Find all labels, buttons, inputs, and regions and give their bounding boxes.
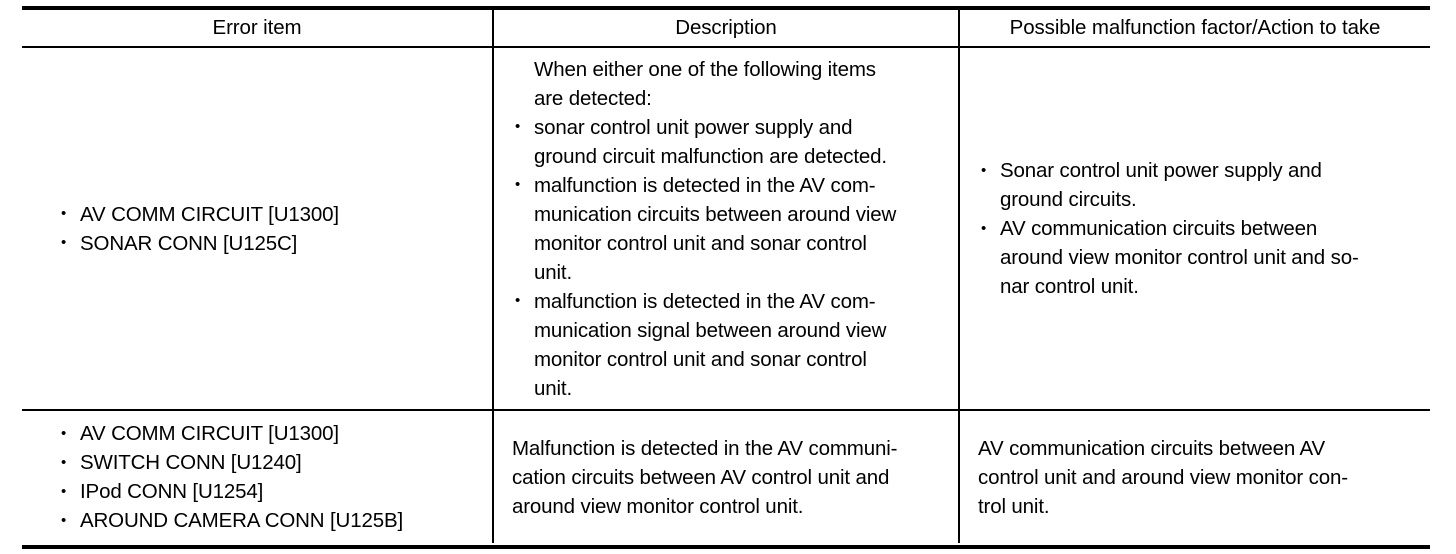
text-line: unit. (534, 260, 572, 284)
list-item: AV COMM CIRCUIT [U1300] (58, 419, 478, 448)
header-cell-possible-malfunction-factor: Possible malfunction factor/Action to ta… (958, 10, 1430, 46)
list-item: AV COMM CIRCUIT [U1300] (58, 199, 478, 229)
cell-content: AV COMM CIRCUIT [U1300] SONAR CONN [U125… (22, 199, 492, 258)
description-lead: When either one of the following items a… (512, 55, 944, 113)
column-header-label: Description (675, 15, 777, 39)
text-line: around view monitor control unit and so- (1000, 246, 1359, 269)
description-body: Malfunction is detected in the AV commun… (512, 434, 944, 521)
list-item: SONAR CONN [U125C] (58, 228, 478, 258)
text-line: control unit and around view monitor con… (978, 465, 1348, 489)
error-code-text: AROUND CAMERA CONN [U125B] (80, 509, 404, 532)
error-code-text: IPod CONN [U1254] (80, 480, 264, 503)
text-line: trol unit. (978, 494, 1050, 518)
cell-possible-malfunction-factor: AV communication circuits between AV con… (958, 411, 1430, 543)
table-row: AV COMM CIRCUIT [U1300] SONAR CONN [U125… (22, 48, 1430, 411)
text-line: AV communication circuits between (1000, 217, 1318, 240)
list-item: AROUND CAMERA CONN [U125B] (58, 506, 478, 535)
text-line: are detected: (534, 86, 652, 110)
text-line: malfunction is detected in the AV com- (534, 289, 876, 313)
cell-error-item: AV COMM CIRCUIT [U1300] SWITCH CONN [U12… (22, 411, 492, 543)
cell-description: Malfunction is detected in the AV commun… (492, 411, 958, 543)
table-row: AV COMM CIRCUIT [U1300] SWITCH CONN [U12… (22, 411, 1430, 543)
text-line: malfunction is detected in the AV com- (534, 173, 876, 197)
text-line: When either one of the following items (534, 57, 876, 81)
text-line: monitor control unit and sonar control (534, 231, 867, 255)
text-line: AV communication circuits between AV (978, 436, 1326, 460)
factor-bullet-list: Sonar control unit power supply and grou… (978, 156, 1418, 301)
text-line: monitor control unit and sonar control (534, 347, 867, 371)
error-item-table: Error item Description Possible malfunct… (22, 6, 1430, 549)
text-line: munication signal between around view (534, 318, 887, 342)
error-code-text: SONAR CONN [U125C] (80, 231, 298, 255)
list-item: IPod CONN [U1254] (58, 477, 478, 506)
list-item: malfunction is detected in the AV com- m… (512, 170, 944, 287)
text-line: sonar control unit power supply and (534, 115, 853, 139)
error-item-list: AV COMM CIRCUIT [U1300] SONAR CONN [U125… (58, 199, 478, 258)
text-line: nar control unit. (1000, 275, 1139, 298)
error-code-text: AV COMM CIRCUIT [U1300] (80, 422, 339, 445)
list-item: SWITCH CONN [U1240] (58, 448, 478, 477)
cell-content: AV COMM CIRCUIT [U1300] SWITCH CONN [U12… (22, 419, 492, 535)
cell-possible-malfunction-factor: Sonar control unit power supply and grou… (958, 48, 1430, 409)
text-line: unit. (534, 376, 572, 400)
list-item: sonar control unit power supply and grou… (512, 112, 944, 171)
description-bullet-list: sonar control unit power supply and grou… (512, 112, 944, 403)
cell-description: When either one of the following items a… (492, 48, 958, 409)
text-line: cation circuits between AV control unit … (512, 465, 890, 489)
column-header-label: Possible malfunction factor/Action to ta… (1009, 15, 1381, 39)
factor-body: AV communication circuits between AV con… (978, 434, 1418, 521)
text-line: ground circuits. (1000, 188, 1137, 211)
list-item: malfunction is detected in the AV com- m… (512, 286, 944, 403)
cell-content: AV communication circuits between AV con… (960, 434, 1430, 521)
header-cell-description: Description (492, 10, 958, 46)
table-header-row: Error item Description Possible malfunct… (22, 10, 1430, 48)
cell-content: Malfunction is detected in the AV commun… (494, 434, 958, 521)
cell-content: When either one of the following items a… (494, 55, 958, 403)
column-header-label: Error item (212, 15, 302, 39)
list-item: Sonar control unit power supply and grou… (978, 156, 1418, 214)
text-line: Malfunction is detected in the AV commun… (512, 436, 898, 460)
text-line: Sonar control unit power supply and (1000, 159, 1322, 182)
text-line: ground circuit malfunction are detected. (534, 144, 887, 168)
error-code-text: SWITCH CONN [U1240] (80, 451, 302, 474)
error-code-text: AV COMM CIRCUIT [U1300] (80, 202, 339, 226)
text-line: munication circuits between around view (534, 202, 897, 226)
text-line: around view monitor control unit. (512, 494, 804, 518)
cell-error-item: AV COMM CIRCUIT [U1300] SONAR CONN [U125… (22, 48, 492, 409)
description-body: When either one of the following items a… (512, 55, 944, 403)
list-item: AV communication circuits between around… (978, 214, 1418, 301)
error-item-list: AV COMM CIRCUIT [U1300] SWITCH CONN [U12… (58, 419, 478, 535)
header-cell-error-item: Error item (22, 10, 492, 46)
cell-content: Sonar control unit power supply and grou… (960, 156, 1430, 301)
